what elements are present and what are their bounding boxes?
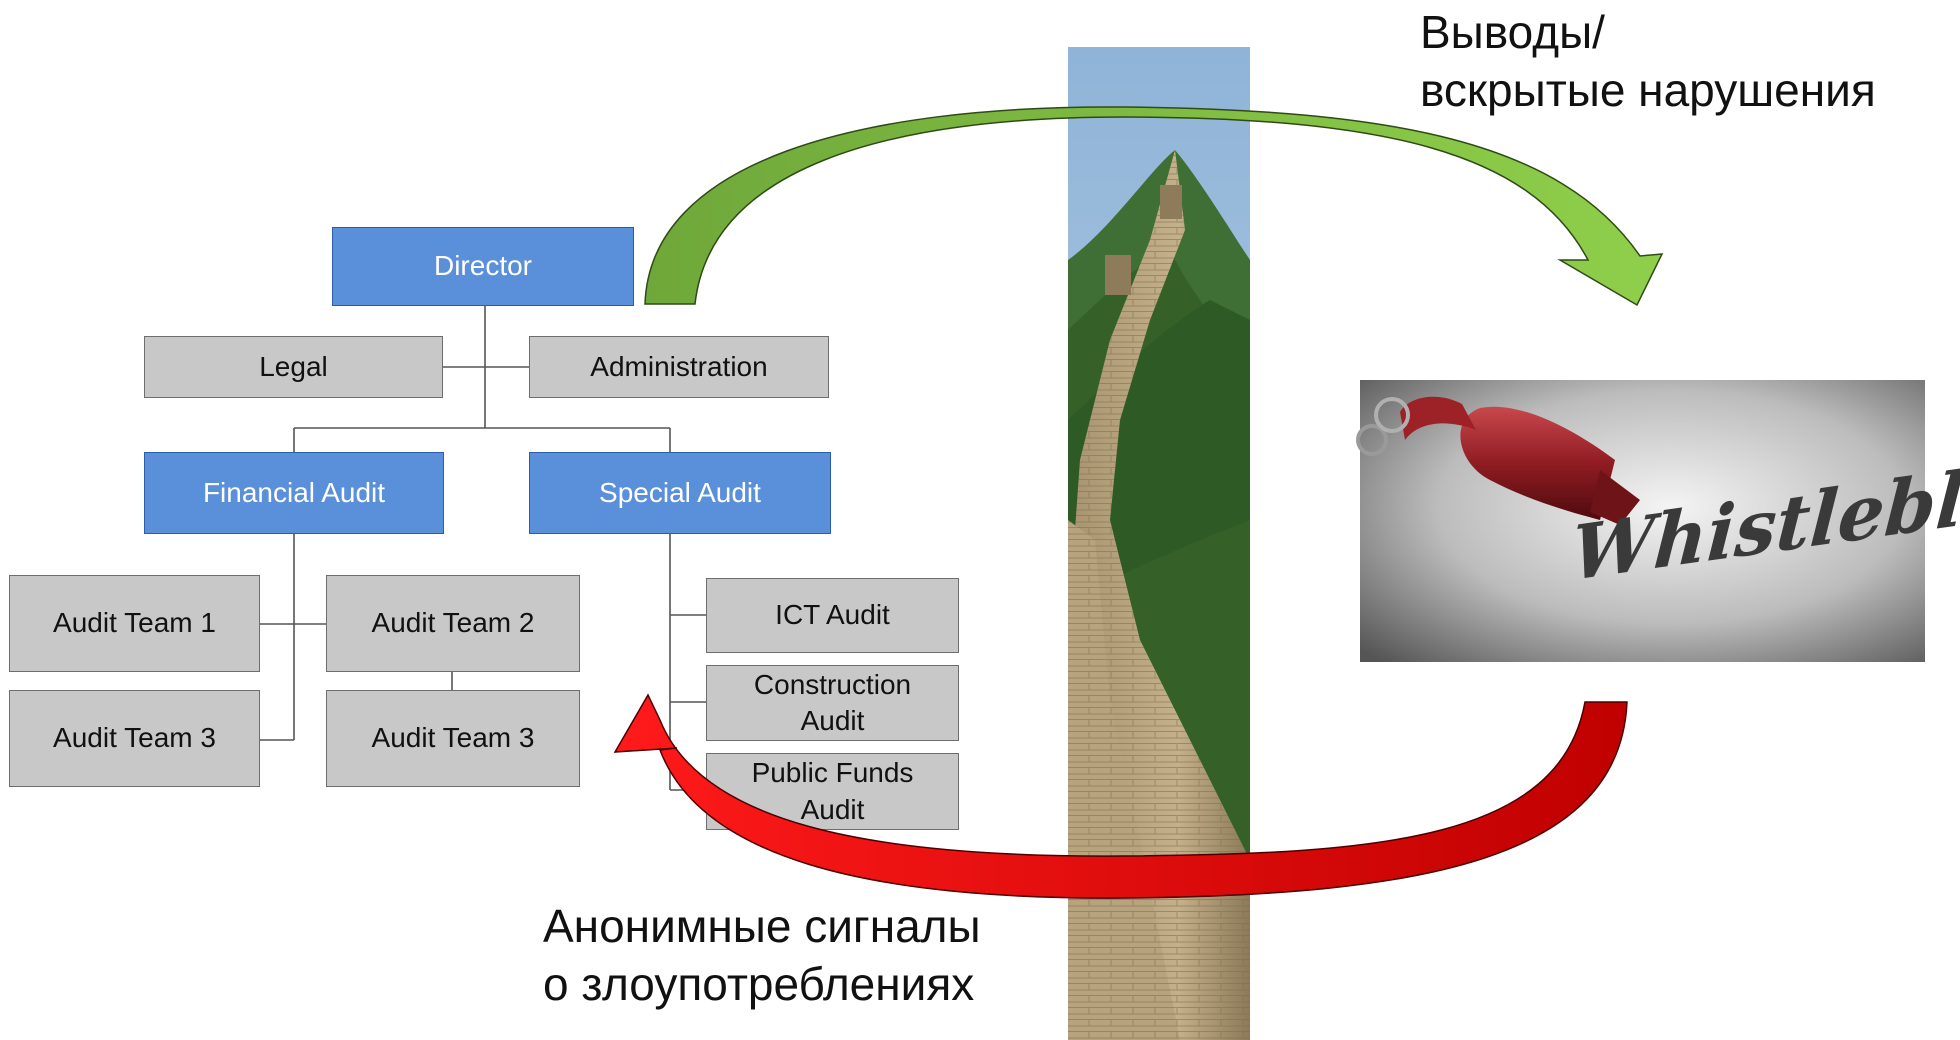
findings-label: Выводы/ вскрытые нарушения [1420, 6, 1876, 116]
findings-arrow [644, 106, 1664, 307]
construction-audit-box: Construction Audit [706, 665, 959, 741]
audit-team-2-box: Audit Team 2 [326, 575, 580, 672]
financial-audit-box: Financial Audit [144, 452, 444, 534]
signals-arrow [613, 693, 1628, 899]
special-audit-box: Special Audit [529, 452, 831, 534]
administration-box: Administration [529, 336, 829, 398]
audit-team-1-box: Audit Team 1 [9, 575, 260, 672]
audit-team-3-left-box: Audit Team 3 [9, 690, 260, 787]
ict-audit-box: ICT Audit [706, 578, 959, 653]
anonymous-signals-label: Анонимные сигналы о злоупотреблениях [543, 900, 981, 1010]
legal-box: Legal [144, 336, 443, 398]
audit-team-3-right-box: Audit Team 3 [326, 690, 580, 787]
director-box: Director [332, 227, 634, 306]
